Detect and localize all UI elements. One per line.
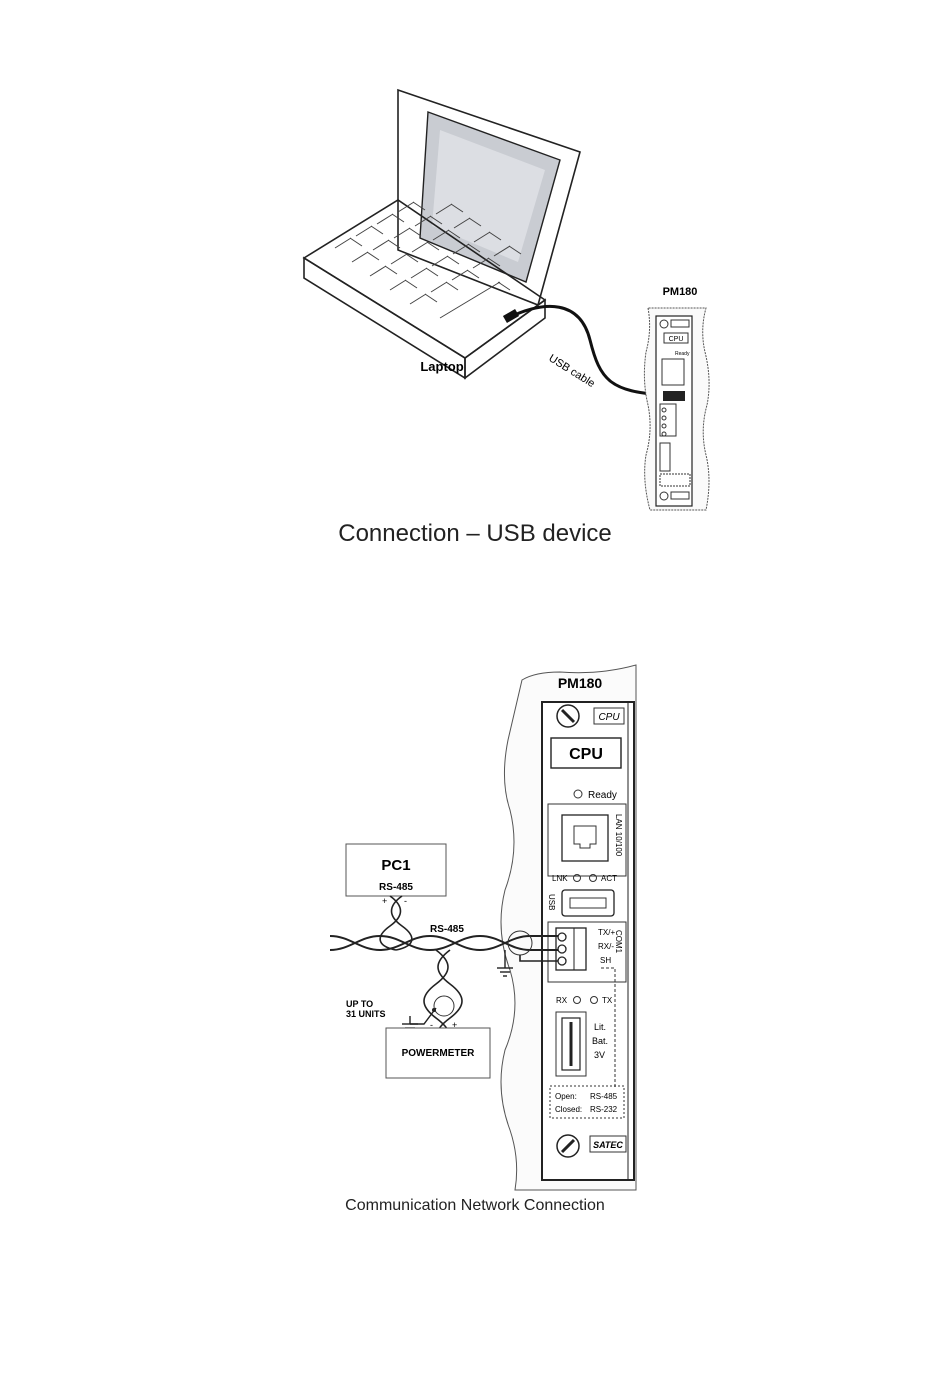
lan-port xyxy=(562,815,608,861)
pm180-title: PM180 xyxy=(558,675,603,691)
battery-line-2: Bat. xyxy=(592,1036,608,1046)
lnk-label: LNK xyxy=(552,874,568,883)
rx-led-label: RX xyxy=(556,996,568,1005)
com1-label: COM1 xyxy=(614,930,623,954)
sh-terminal-label: SH xyxy=(600,956,611,965)
usb-connection-diagram: Laptop USB cable PM180 CPU Ready xyxy=(0,0,950,520)
caption-network: Communication Network Connection xyxy=(0,1197,950,1215)
bus-label: RS-485 xyxy=(430,924,464,935)
pc1-plus: + xyxy=(382,896,387,906)
brand-label: SATEC xyxy=(593,1140,623,1150)
pc1-subtitle: RS-485 xyxy=(379,882,413,893)
usb-label: USB xyxy=(547,894,556,910)
pm-shield xyxy=(434,996,454,1016)
cpu-tab-label: CPU xyxy=(598,712,620,723)
cpu-box-label: CPU xyxy=(569,746,603,763)
laptop-base-front xyxy=(465,300,545,378)
lan-label: LAN 10/100 xyxy=(614,814,623,857)
ready-label-small: Ready xyxy=(675,351,690,357)
pm180-title-small: PM180 xyxy=(663,286,698,298)
powermeter-label: POWERMETER xyxy=(402,1048,476,1059)
rx-terminal-label: RX/- xyxy=(598,942,614,951)
act-label: ACT xyxy=(601,874,617,883)
battery-line-3: 3V xyxy=(594,1050,605,1060)
units-line-1: UP TO xyxy=(346,999,373,1009)
pc1-minus: - xyxy=(404,896,407,906)
cpu-label-small: CPU xyxy=(669,336,684,343)
battery-line-1: Lit. xyxy=(594,1022,606,1032)
caption-usb: Connection – USB device xyxy=(0,520,950,548)
laptop-label: Laptop xyxy=(420,359,463,374)
network-connection-diagram: PM180 CPU CPU Ready LAN 10/100 LNK ACT U… xyxy=(0,650,950,1210)
pc1-title: PC1 xyxy=(381,857,410,874)
closed-value: RS-232 xyxy=(590,1105,618,1114)
closed-label: Closed: xyxy=(555,1105,582,1114)
module-panel-small xyxy=(656,316,692,506)
tx-terminal-label: TX/+ xyxy=(598,928,615,937)
pm-shield-node xyxy=(432,1008,436,1012)
units-line-2: 31 UNITS xyxy=(346,1009,386,1019)
ready-label: Ready xyxy=(588,790,617,801)
open-label: Open: xyxy=(555,1092,577,1101)
usb-cable-label: USB cable xyxy=(546,352,596,390)
laptop xyxy=(304,90,580,378)
open-value: RS-485 xyxy=(590,1092,618,1101)
usb-port-small xyxy=(663,391,685,401)
tx-led-label: TX xyxy=(602,996,613,1005)
terminal-screws xyxy=(558,933,566,965)
